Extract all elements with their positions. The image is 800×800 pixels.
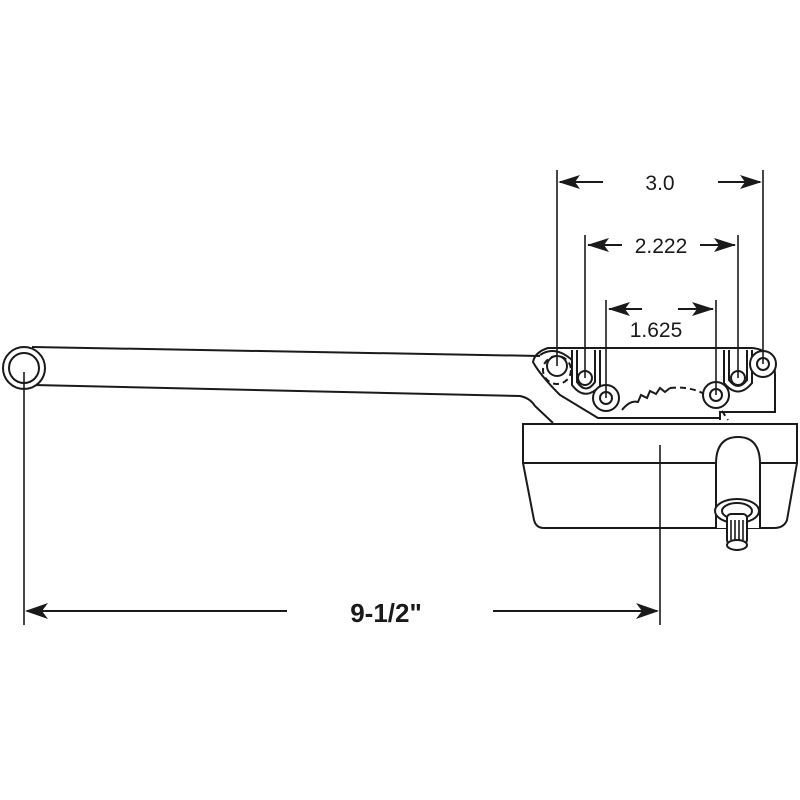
dimension-label-middle: 2.222 <box>635 235 688 258</box>
dimension-3-0: 3.0 <box>558 172 762 195</box>
dimension-2-222: 2.222 <box>587 235 736 258</box>
dimension-label-inner: 1.625 <box>630 319 683 342</box>
extension-lines <box>23 170 764 625</box>
dimension-label-outer: 3.0 <box>645 172 674 195</box>
mounting-bracket <box>531 347 777 421</box>
operator-arm <box>2 346 554 424</box>
dimension-overall-length: 9-1/2" <box>25 598 659 628</box>
dimension-1-625: 1.625 <box>608 302 714 342</box>
dimension-label-overall: 9-1/2" <box>350 598 422 628</box>
